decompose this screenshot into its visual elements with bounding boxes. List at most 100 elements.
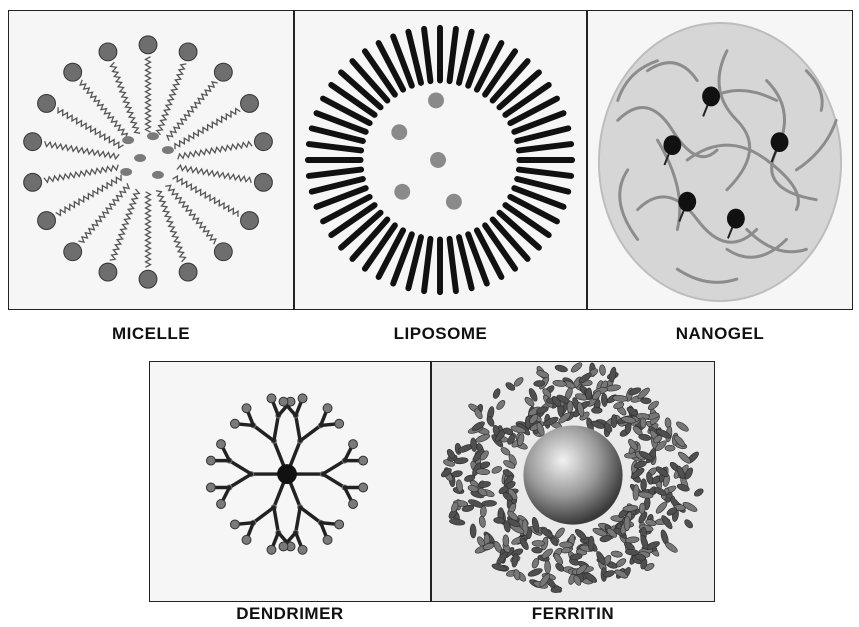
ferritin-protein-subunit <box>476 468 490 475</box>
ferritin-protein-subunit <box>552 552 564 566</box>
micelle-core-molecule <box>162 146 174 154</box>
micelle-head <box>214 243 232 261</box>
dendrimer-branch <box>253 425 274 440</box>
ferritin-protein-subunit <box>611 550 623 558</box>
dendrimer-terminal-group <box>323 404 332 413</box>
dendrimer-branch <box>296 507 300 532</box>
dendrimer-terminal-group <box>230 419 239 428</box>
ferritin-protein-subunit <box>675 420 690 433</box>
ferritin-protein-subunit <box>638 433 651 441</box>
dendrimer-terminal-group <box>298 394 307 403</box>
nanogel-illustration <box>588 11 852 309</box>
dendrimer-branch <box>300 507 321 522</box>
ferritin-protein-subunit <box>491 465 503 475</box>
liposome-lipid <box>309 144 361 150</box>
ferritin-protein-subunit <box>449 518 465 526</box>
ferritin-protein-subunit <box>611 414 617 427</box>
ferritin-label: FERRITIN <box>431 604 715 624</box>
dendrimer-illustration <box>150 362 430 601</box>
ferritin-protein-subunit <box>640 418 646 428</box>
micelle-illustration <box>9 11 293 309</box>
micelle-core-molecule <box>152 171 164 179</box>
dendrimer-terminal-group <box>242 535 251 544</box>
dendrimer-terminal-group <box>335 520 344 529</box>
nanogel-panel <box>587 10 853 310</box>
micelle-panel <box>8 10 294 310</box>
liposome-lipid <box>424 239 430 291</box>
micelle-core-molecule <box>134 154 146 162</box>
ferritin-protein-subunit <box>608 367 617 383</box>
ferritin-protein-subunit <box>639 534 649 550</box>
micelle-head <box>99 263 117 281</box>
liposome-cargo <box>428 92 444 108</box>
micelle-head <box>64 243 82 261</box>
micelle-head <box>179 263 197 281</box>
micelle-head <box>99 43 117 61</box>
ferritin-protein-subunit <box>641 479 647 491</box>
ferritin-protein-subunit <box>536 369 550 379</box>
micelle-head <box>179 43 197 61</box>
dendrimer-terminal-group <box>267 545 276 554</box>
micelle-head <box>24 133 42 151</box>
nanogel-crosslink-node <box>702 87 720 107</box>
ferritin-protein-subunit <box>601 393 608 407</box>
ferritin-protein-subunit <box>532 540 545 546</box>
micelle-core-molecule <box>120 168 132 176</box>
ferritin-protein-subunit <box>527 567 543 578</box>
dendrimer-panel <box>149 361 431 602</box>
dendrimer-terminal-group <box>206 483 215 492</box>
micelle-tail <box>78 183 129 242</box>
liposome-panel <box>294 10 587 310</box>
dendrimer-branch <box>274 416 278 441</box>
ferritin-protein-subunit <box>451 470 463 478</box>
micelle-tail <box>156 191 186 262</box>
ferritin-protein-subunit <box>477 481 491 489</box>
micelle-tail <box>177 165 251 183</box>
ferritin-protein-subunit <box>478 516 486 528</box>
ferritin-protein-subunit <box>693 487 705 498</box>
ferritin-protein-subunit <box>639 503 645 514</box>
ferritin-protein-subunit <box>633 484 640 500</box>
dendrimer-terminal-group <box>335 419 344 428</box>
micelle-tail <box>146 192 151 267</box>
ferritin-protein-subunit <box>491 562 507 572</box>
liposome-lipid <box>450 29 456 81</box>
ferritin-protein-subunit <box>585 388 592 400</box>
ferritin-iron-core <box>523 425 622 524</box>
ferritin-illustration <box>432 362 714 601</box>
micelle-head <box>139 270 157 288</box>
dendrimer-terminal-group <box>206 456 215 465</box>
ferritin-protein-subunit <box>482 500 497 506</box>
ferritin-protein-subunit <box>450 501 459 513</box>
micelle-head <box>38 212 56 230</box>
micelle-head <box>38 94 56 112</box>
dendrimer-terminal-group <box>279 397 288 406</box>
micelle-tail <box>44 165 118 183</box>
ferritin-protein-subunit <box>544 560 550 573</box>
dendrimer-branch <box>274 507 278 532</box>
ferritin-protein-subunit <box>570 362 584 374</box>
micelle-head <box>254 133 272 151</box>
dendrimer-branch <box>253 507 274 522</box>
micelle-tail <box>167 82 218 141</box>
dendrimer-terminal-group <box>298 545 307 554</box>
ferritin-protein-subunit <box>503 535 509 547</box>
ferritin-panel <box>431 361 715 602</box>
ferritin-protein-subunit <box>567 401 574 413</box>
nanogel-crosslink-node <box>678 192 696 212</box>
nanogel-crosslink-node <box>727 209 745 229</box>
nanogel-label: NANOGEL <box>587 324 853 344</box>
liposome-cargo <box>446 194 462 210</box>
dendrimer-branch <box>300 425 321 440</box>
liposome-illustration <box>295 11 586 309</box>
ferritin-protein-subunit <box>554 364 568 373</box>
liposome-cargo <box>394 184 410 200</box>
micelle-head <box>24 173 42 191</box>
micelle-head <box>254 173 272 191</box>
ferritin-protein-subunit <box>513 569 521 581</box>
micelle-tail <box>146 57 151 132</box>
ferritin-protein-subunit <box>533 380 545 387</box>
micelle-head <box>64 63 82 81</box>
micelle-tail <box>178 142 252 160</box>
dendrimer-terminal-group <box>349 500 358 509</box>
